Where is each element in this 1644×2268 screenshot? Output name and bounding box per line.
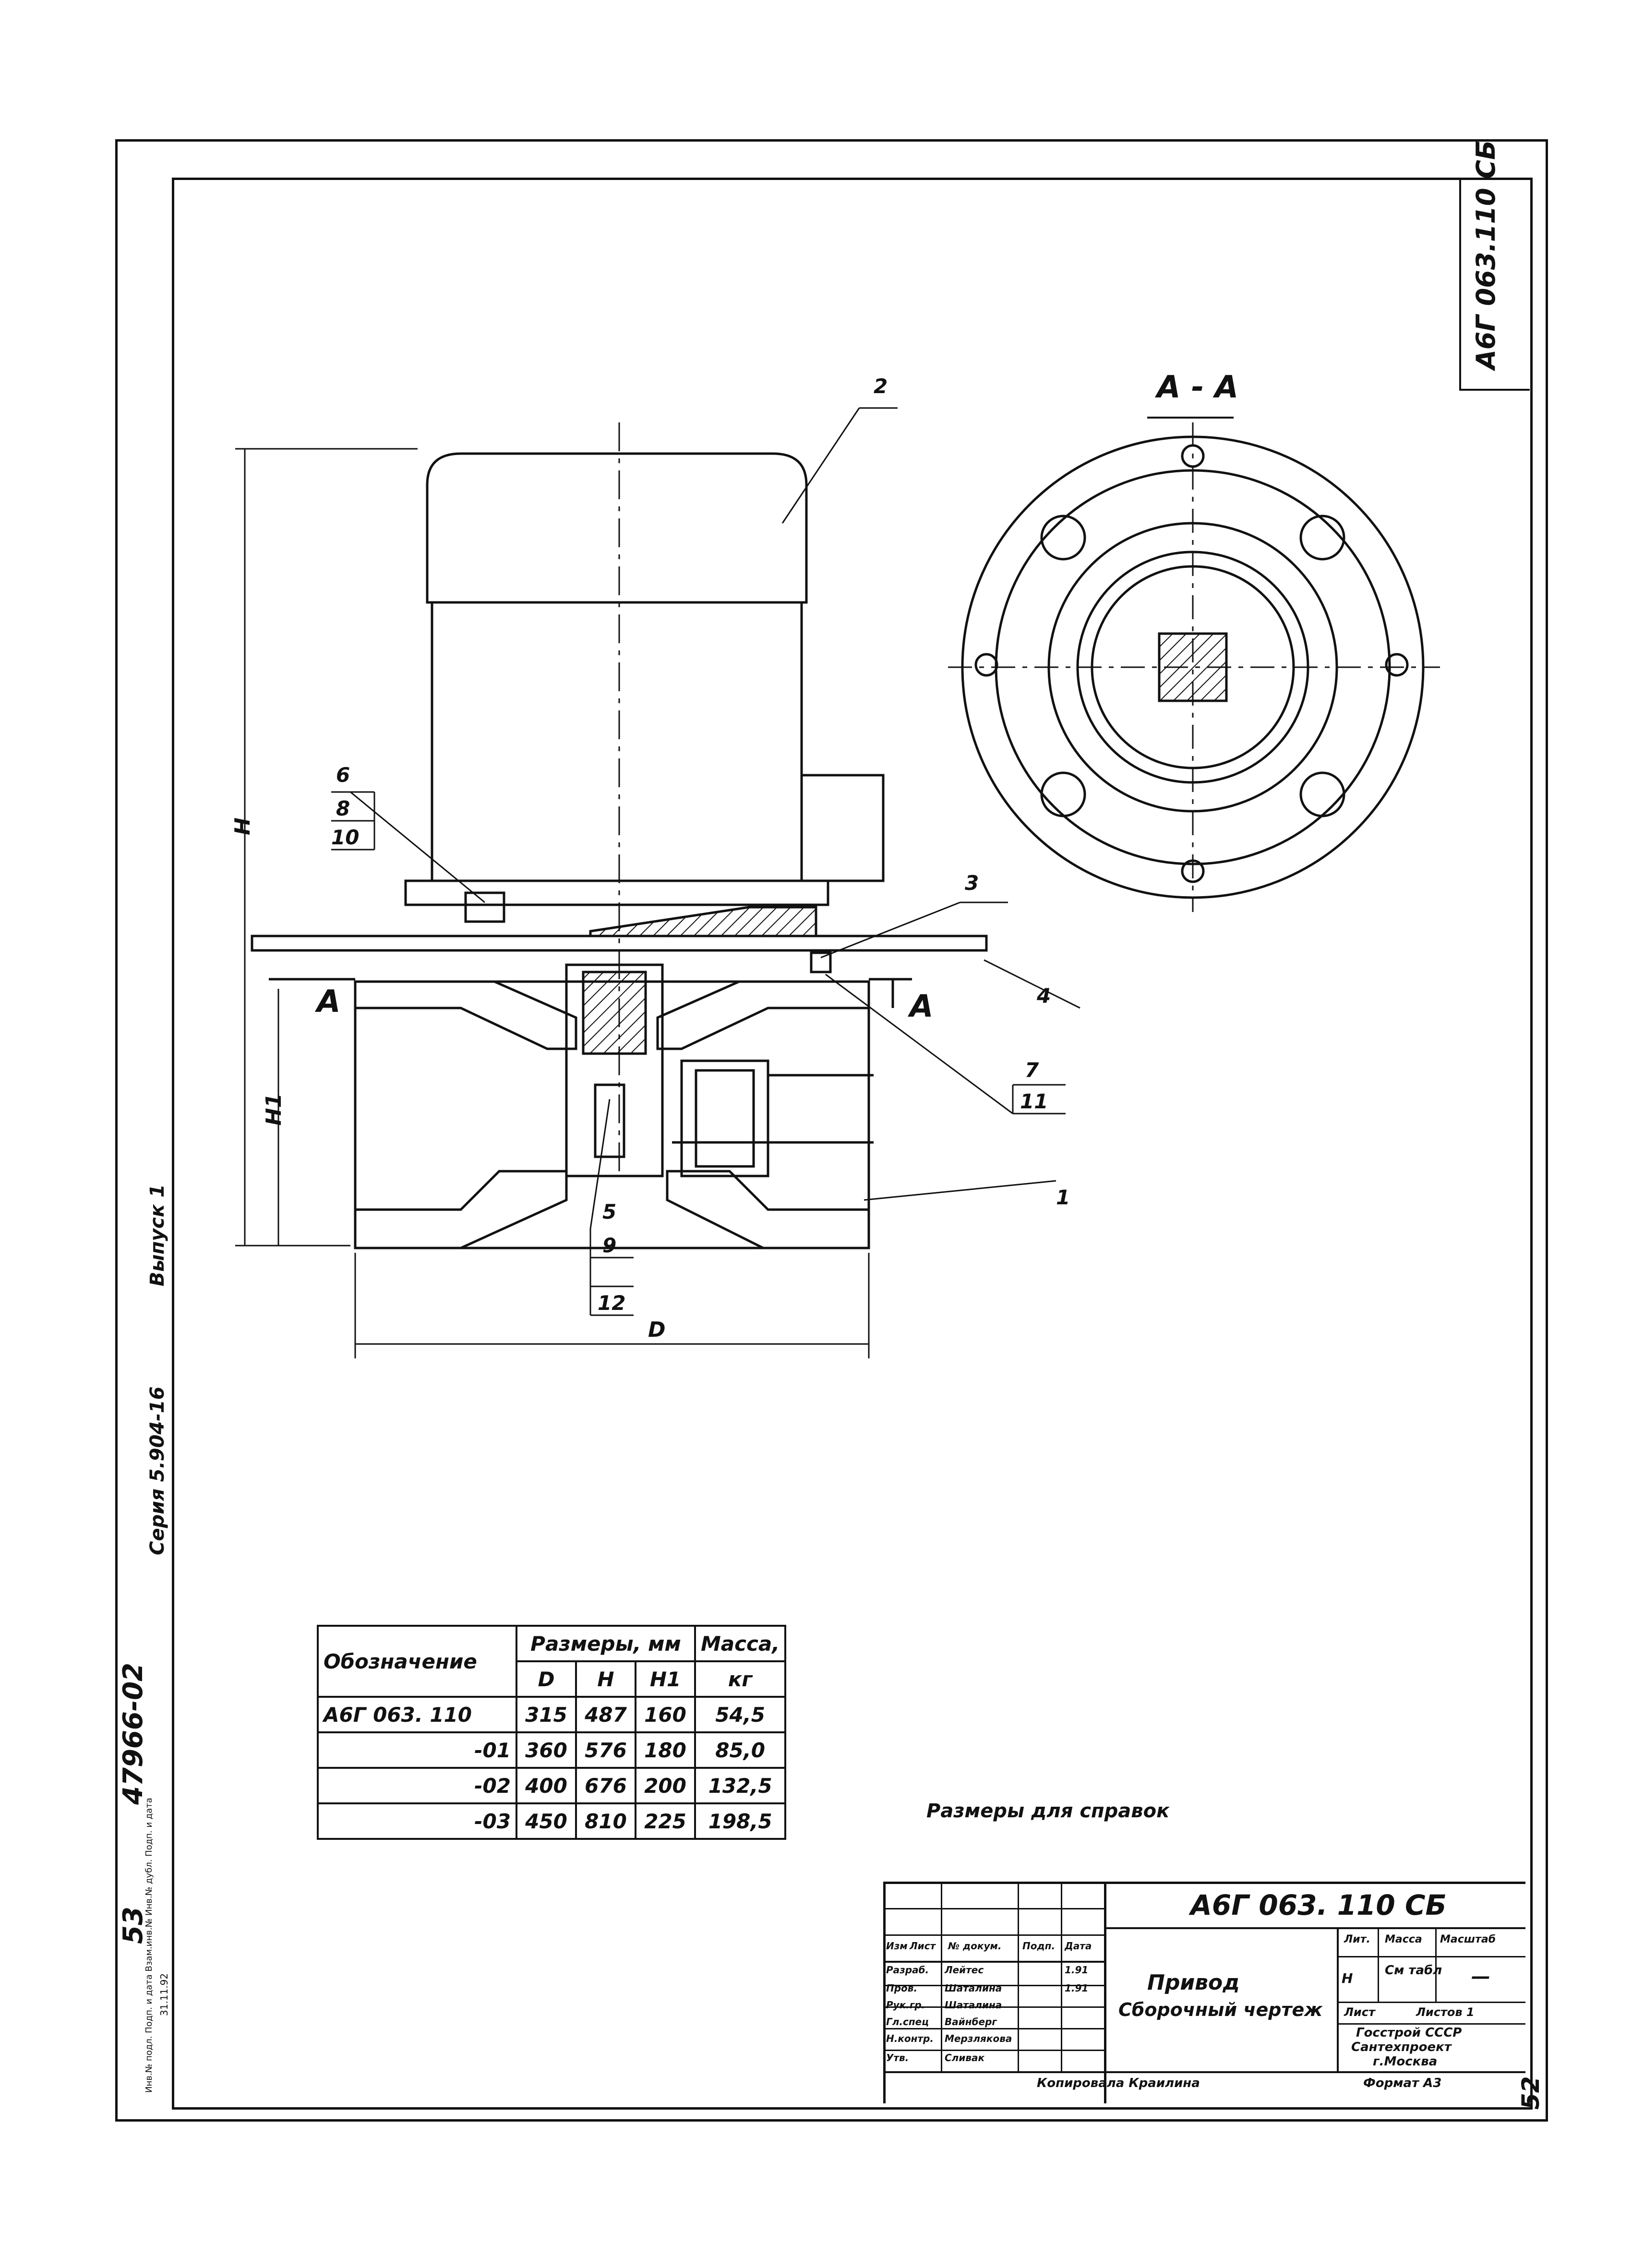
tb-org-2: Сантехпроект <box>1351 2040 1452 2054</box>
tb-format: Формат А3 <box>1363 2076 1442 2090</box>
side-housing-inner <box>695 1069 755 1168</box>
shaft-hub <box>565 963 664 1177</box>
motor-cap <box>426 452 808 604</box>
tb-scale-value: — <box>1471 1966 1490 1988</box>
callout-7: 7 <box>1025 1058 1039 1082</box>
section-label: А - А <box>1157 370 1239 405</box>
th-designation: Обозначение <box>317 1625 517 1698</box>
impeller-left-bottom <box>355 1170 568 1249</box>
tb-mass-header: Масса <box>1385 1933 1422 1945</box>
callout-9: 9 <box>602 1234 617 1257</box>
tb-name-2: Сборочный чертеж <box>1118 1999 1323 2020</box>
tb-org-3: г.Москва <box>1373 2054 1438 2069</box>
tb-name-1: Привод <box>1147 1970 1240 1995</box>
table-row: А6Г 063. 110 315 487 160 54,5 <box>317 1696 787 1733</box>
impeller-right-top <box>656 980 870 1050</box>
reference-note: Размеры для справок <box>926 1800 1170 1822</box>
dim-label-d: D <box>648 1318 666 1342</box>
callout-5: 5 <box>602 1200 617 1224</box>
th-sizes: Размеры, мм <box>516 1625 696 1662</box>
margin-stamp-row: Инв.№ подл. Подп. и дата Взам.инв.№ Инв.… <box>144 1798 154 2093</box>
impeller-left-top <box>354 980 577 1050</box>
bolt <box>594 1083 625 1158</box>
table-row: -02 400 676 200 132,5 <box>317 1767 787 1804</box>
callout-6: 6 <box>336 763 350 787</box>
spec-table: Обозначение Размеры, мм Масса, D Н Н1 кг… <box>317 1625 787 1840</box>
th-mass: Масса, <box>694 1625 787 1662</box>
impeller-right-bottom <box>666 1170 869 1249</box>
dim-label-h1: Н1 <box>262 1093 286 1126</box>
code-stamp-box: А6Г 063.110 СБ <box>1459 140 1530 391</box>
callout-4: 4 <box>1037 984 1051 1008</box>
page-number: 52 <box>1517 2076 1545 2110</box>
callout-2: 2 <box>874 374 888 398</box>
side-housing <box>680 1059 769 1177</box>
margin-issue: Выпуск 1 <box>146 1184 168 1286</box>
tb-code: А6Г 063. 110 СБ <box>1190 1889 1447 1921</box>
inner-frame <box>172 178 1533 2110</box>
tb-copied: Копировала Краилина <box>1037 2076 1200 2090</box>
callout-1: 1 <box>1056 1186 1070 1209</box>
tb-sheets: Листов 1 <box>1416 2005 1475 2019</box>
table-row: -03 450 810 225 198,5 <box>317 1802 787 1840</box>
tb-org-1: Госстрой СССР <box>1356 2026 1462 2040</box>
dim-label-h: Н <box>230 817 255 835</box>
tb-scale-header: Масштаб <box>1440 1933 1496 1945</box>
margin-series: Серия 5.904-16 <box>146 1386 168 1555</box>
shaft-insert <box>582 971 647 1055</box>
callout-12: 12 <box>598 1291 626 1315</box>
callout-8: 8 <box>336 797 350 820</box>
th-h1: Н1 <box>635 1660 696 1698</box>
right-nut <box>810 951 832 973</box>
motor-flange <box>404 879 829 906</box>
terminal-box <box>800 774 885 882</box>
tb-sheet: Лист <box>1344 2005 1375 2019</box>
callout-3: 3 <box>965 871 979 895</box>
margin-inv: 47966-02 <box>118 1663 149 1805</box>
tb-lit-value: Н <box>1342 1970 1353 1986</box>
cut-marker-left: А <box>317 984 341 1020</box>
margin-stamp-date: 31.11.92 <box>158 1973 170 2016</box>
th-h: Н <box>575 1660 636 1698</box>
th-mass-unit: кг <box>694 1660 787 1698</box>
top-nut <box>464 891 505 923</box>
hub-wedge <box>589 906 817 937</box>
tb-mass-value: См табл <box>1385 1963 1442 1978</box>
cut-marker-right: А <box>910 989 934 1024</box>
callout-11: 11 <box>1020 1090 1048 1113</box>
callout-10: 10 <box>331 826 360 849</box>
title-block: А6Г 063. 110 СБ Привод Сборочный чертеж … <box>883 1882 1525 2103</box>
outer-frame <box>115 139 1548 2122</box>
table-row: -01 360 576 180 85,0 <box>317 1731 787 1769</box>
tb-lit-header: Лит. <box>1344 1933 1370 1945</box>
th-d: D <box>516 1660 577 1698</box>
motor-body <box>431 601 803 882</box>
